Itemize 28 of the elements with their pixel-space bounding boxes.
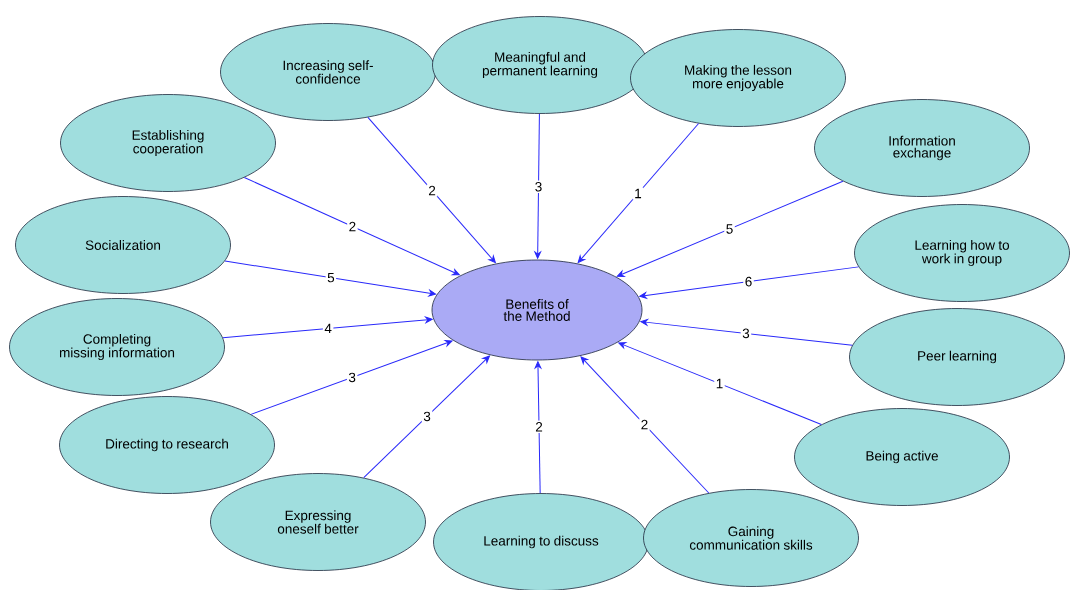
arrow [222,316,433,339]
arrow [363,355,490,479]
arrow [243,177,460,276]
edge-label: 1 [714,377,725,390]
arrow [577,123,700,263]
arrow [640,319,853,346]
arrow [639,266,860,299]
arrow [367,116,496,264]
arrow [224,260,437,297]
edge-label: 4 [322,322,334,335]
edge-label: 3 [346,371,358,384]
arrow [250,340,453,415]
edge-label: 2 [533,420,545,433]
edge-label: 6 [743,275,754,288]
edge-label: 2 [426,184,438,197]
arrow [534,113,542,259]
arrow [618,342,822,426]
edge-label: 3 [421,410,433,423]
arrow [580,356,710,494]
arrow [616,180,844,277]
edge-label: 1 [632,187,644,200]
edge-label: 3 [533,180,544,194]
edge-label: 2 [347,220,358,233]
edge-label: 3 [740,327,752,340]
edge-label: 2 [639,418,650,431]
edge-label: 5 [325,271,337,284]
arrow [534,361,542,494]
edge-label: 5 [724,222,735,236]
